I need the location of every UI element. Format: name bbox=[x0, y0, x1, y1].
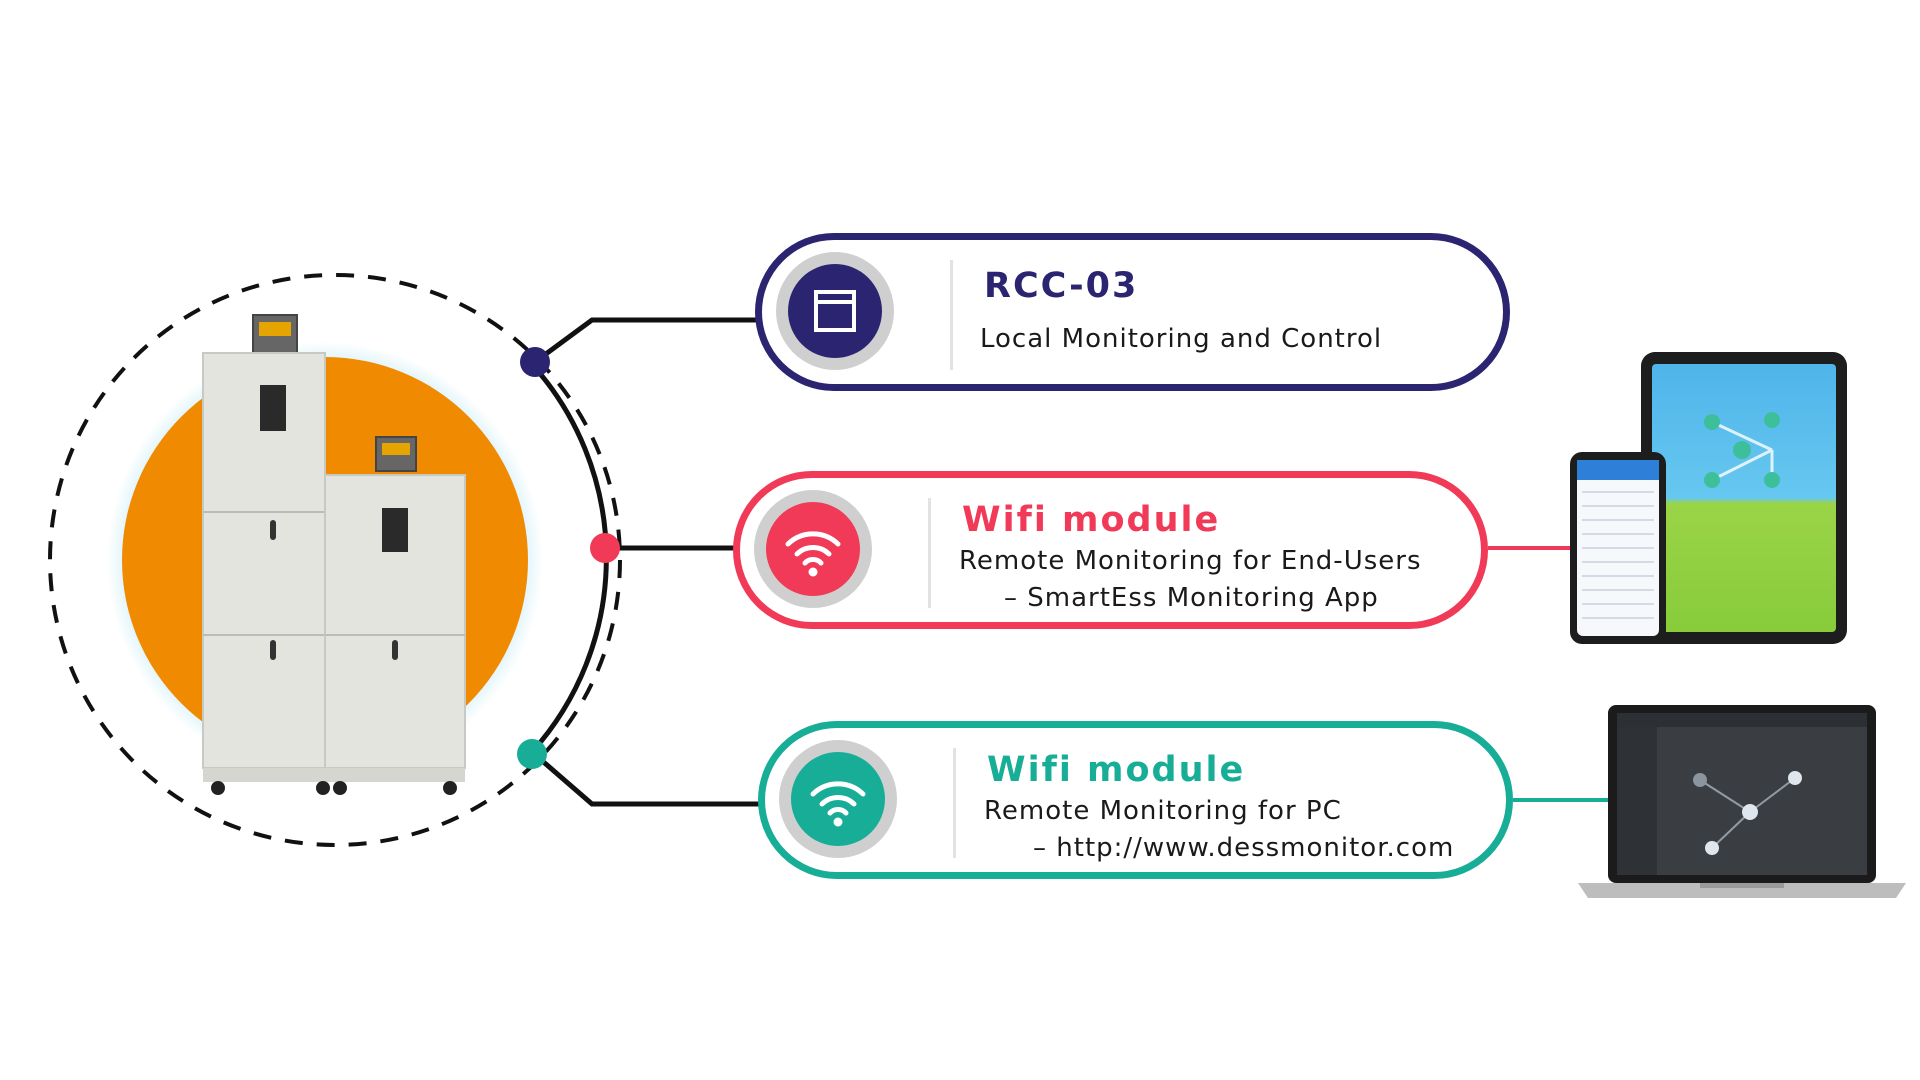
card-divider bbox=[953, 748, 956, 858]
card-line-1: Remote Monitoring for PC bbox=[984, 796, 1342, 826]
tablet-and-phone-icon bbox=[1570, 352, 1847, 644]
card-title: Wifi module bbox=[987, 750, 1246, 790]
connector-line-rcc bbox=[533, 317, 760, 365]
icon-badge-wifi-app bbox=[754, 490, 872, 608]
node-dot-navy bbox=[520, 347, 550, 377]
card-divider bbox=[950, 260, 953, 370]
display-panel-icon bbox=[788, 264, 882, 358]
connector-line-wifi-pc bbox=[530, 750, 762, 807]
card-line-2: – http://www.dessmonitor.com bbox=[1033, 833, 1455, 863]
icon-badge-wifi-pc bbox=[779, 740, 897, 858]
node-dot-teal bbox=[517, 739, 547, 769]
card-line-1: Remote Monitoring for End-Users bbox=[959, 546, 1422, 576]
battery-storage-cabinet-icon bbox=[202, 314, 466, 795]
card-title: Wifi module bbox=[962, 500, 1221, 540]
laptop-icon bbox=[1578, 705, 1906, 898]
card-line-1: Local Monitoring and Control bbox=[980, 324, 1383, 354]
dashed-boundary-circle bbox=[48, 273, 622, 847]
card-title: RCC-03 bbox=[984, 266, 1139, 306]
card-wifi-app: Wifi module Remote Monitoring for End-Us… bbox=[733, 471, 1488, 629]
node-dot-red bbox=[590, 533, 620, 563]
wifi-icon bbox=[791, 752, 885, 846]
icon-badge-rcc bbox=[776, 252, 894, 370]
card-line-2: – SmartEss Monitoring App bbox=[1004, 583, 1379, 613]
card-rcc-03: RCC-03 Local Monitoring and Control bbox=[755, 233, 1510, 391]
card-divider bbox=[928, 498, 931, 608]
card-wifi-pc: Wifi module Remote Monitoring for PC – h… bbox=[758, 721, 1513, 879]
wifi-icon bbox=[766, 502, 860, 596]
